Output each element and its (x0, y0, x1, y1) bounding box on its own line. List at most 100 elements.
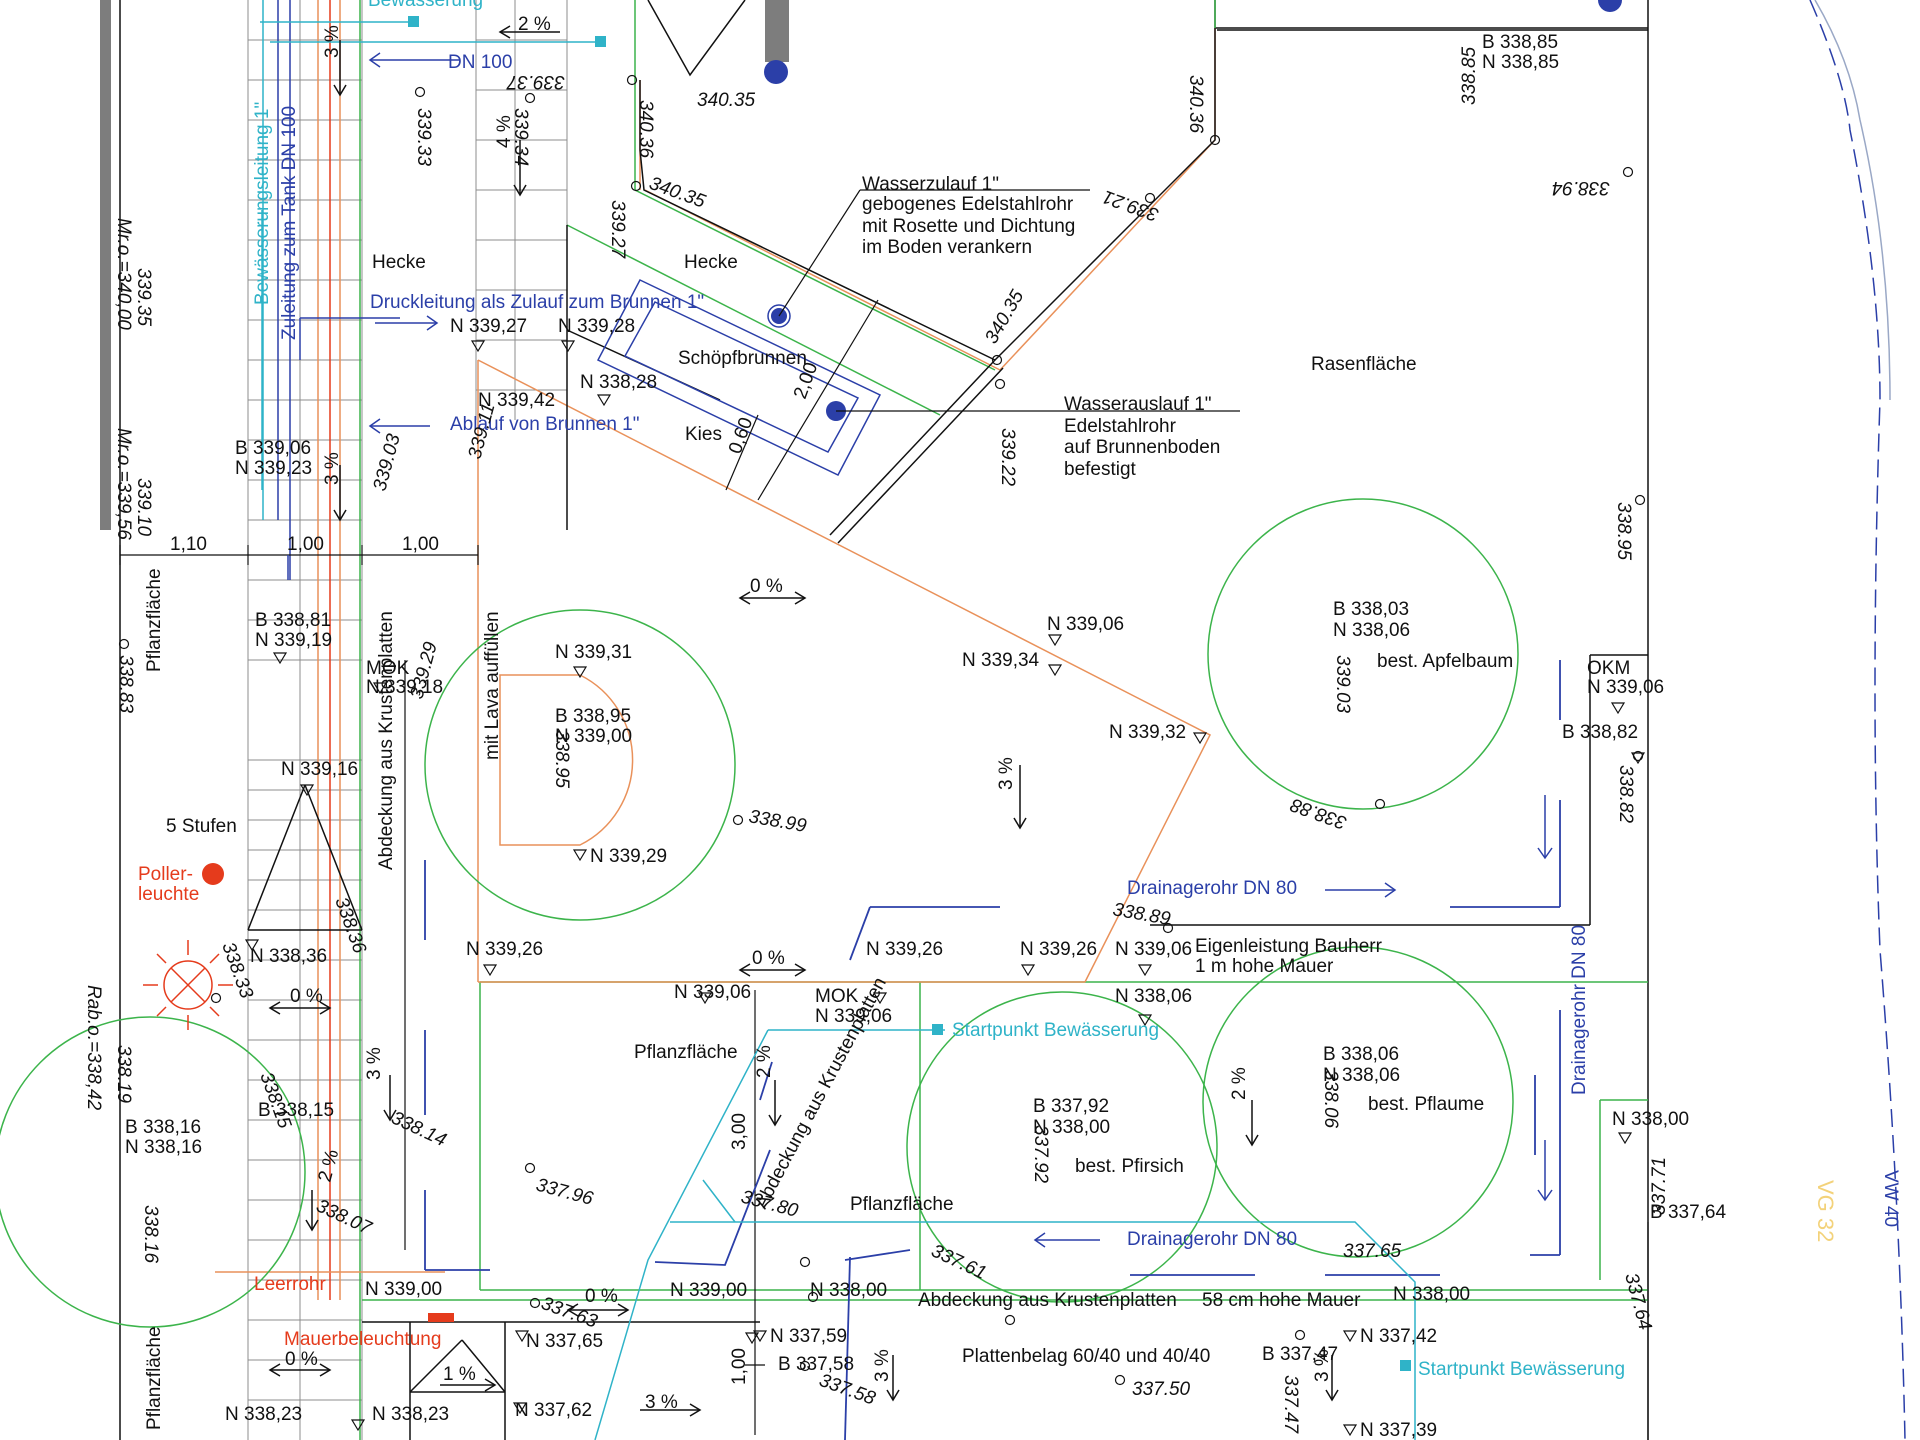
label-n33906d: N 339,06 (674, 982, 751, 1003)
grey-wall-left (100, 0, 111, 530)
wall-light-icon (428, 1313, 454, 1322)
top-dot-1 (764, 60, 788, 84)
label-33895: 338.95 (1613, 502, 1634, 561)
grey-wall-top (765, 0, 789, 62)
label-b33792: B 337,92 (1033, 1096, 1109, 1117)
label-n33828: N 338,28 (580, 372, 657, 393)
irrigation-marker-4 (1400, 1360, 1411, 1371)
label-b33816: B 338,16 (125, 1117, 201, 1138)
elevation-point-18 (529, 1297, 541, 1309)
well-outline (596, 279, 882, 476)
label-0pct-a: 0 % (750, 576, 783, 597)
label-n33762: N 337,62 (515, 1400, 592, 1421)
label-n33906b: N 339,06 (1587, 677, 1664, 698)
bollard-light-icon (202, 863, 224, 885)
label-platten: Plattenbelag 60/40 und 40/40 (962, 1346, 1210, 1367)
label-0pct-b: 0 % (752, 948, 785, 969)
level-marker-14 (482, 964, 498, 977)
label-wz3: mit Rosette und Dichtung (862, 216, 1075, 237)
label-krust3: Abdeckung aus Krustenplatten (918, 1290, 1177, 1311)
level-marker-8 (1047, 664, 1063, 677)
label-dn100: DN 100 (448, 52, 512, 73)
label-33903b: 339.03 (1332, 655, 1353, 714)
label-drain-v: Drainagerohr DN 80 (1569, 925, 1590, 1095)
label-okm: OKM (1587, 658, 1630, 679)
elevation-point-0 (414, 86, 426, 98)
pipe-arrows (287, 52, 1553, 1248)
level-marker-24 (1342, 1424, 1358, 1437)
label-zuleitung: Zuleitung zum Tank DN 100 (279, 106, 300, 340)
label-pfirsich: best. Pfirsich (1075, 1156, 1184, 1177)
label-33885top: B 338,85 (1482, 32, 1558, 53)
label-n33906a: N 339,06 (1047, 614, 1124, 635)
label-startbew2: Startpunkt Bewässerung (1418, 1359, 1625, 1380)
label-3pct-e: 3 % (872, 1349, 893, 1382)
label-druckleitung: Druckleitung als Zulauf zum Brunnen 1" (370, 292, 704, 313)
label-n33800c: N 338,00 (810, 1280, 887, 1301)
tree-circles (0, 498, 1519, 1328)
label-apfel: best. Apfelbaum (1377, 651, 1513, 672)
label-n33928: N 339,28 (558, 316, 635, 337)
elevation-markers (118, 74, 1646, 1437)
level-marker-20 (1617, 1132, 1633, 1145)
elevation-point-12 (1374, 798, 1386, 810)
level-marker-6 (572, 849, 588, 862)
level-marker-0 (470, 340, 486, 353)
label-wz2: gebogenes Edelstahlrohr (862, 194, 1074, 215)
level-marker-7 (1047, 634, 1063, 647)
elevation-point-7 (994, 378, 1006, 390)
label-n33929: N 339,29 (590, 846, 667, 867)
level-marker-17 (1020, 964, 1036, 977)
label-34036a: 340.36 (635, 100, 656, 159)
level-marker-11 (1630, 752, 1646, 765)
level-marker-21 (514, 1330, 530, 1343)
label-drain2: Drainagerohr DN 80 (1127, 1229, 1297, 1250)
lawn-walls (1150, 654, 1648, 926)
level-marker-3 (272, 652, 288, 665)
elevation-point-15 (210, 992, 222, 1004)
label-33935: 339.35 (133, 268, 154, 327)
label-33816v: 338.16 (140, 1205, 161, 1264)
service-lines-left (262, 0, 361, 1440)
label-mauerbel: Mauerbeleuchtung (284, 1329, 441, 1350)
label-0pct-c: 0 % (290, 986, 323, 1007)
elevation-point-1 (524, 92, 536, 104)
label-n33916: N 339,16 (281, 759, 358, 780)
elevation-point-4 (1209, 134, 1221, 146)
label-b33806: B 338,06 (1323, 1044, 1399, 1065)
label-n33739: N 337,39 (1360, 1420, 1437, 1440)
label-vw40: VW 40 (1880, 1170, 1901, 1227)
label-1pct: 1 % (443, 1364, 476, 1385)
label-n33942: N 339,42 (478, 390, 555, 411)
label-mro1: Mr.o.=340,00 (113, 218, 134, 330)
elevation-point-14 (1162, 922, 1174, 934)
label-wz1: Wasserzulauf 1" (862, 174, 999, 195)
label-hecke2: Hecke (684, 252, 738, 273)
label-3pct-b: 3 % (322, 452, 343, 485)
label-33894: 338.94 (1552, 177, 1610, 198)
label-33922: 339.22 (997, 428, 1018, 487)
level-marker-26 (350, 1419, 366, 1432)
label-33771: 337.71 (1649, 1157, 1670, 1215)
label-3pct-g: 3 % (645, 1392, 678, 1413)
label-leerrohr: Leerrohr (254, 1274, 326, 1295)
hedge-lines (362, 0, 1648, 1301)
label-b33803: B 338,03 (1333, 599, 1409, 620)
elevation-point-9 (1634, 494, 1646, 506)
label-33885v: 338.85 (1459, 46, 1480, 105)
label-n33806b: N 338,06 (1115, 986, 1192, 1007)
label-0pct-d: 0 % (585, 1286, 618, 1307)
label-n33742: N 337,42 (1360, 1326, 1437, 1347)
label-pflanz3: Pflanzfläche (850, 1194, 954, 1215)
label-33895b: 338.95 (551, 730, 572, 789)
lamp-rays (143, 940, 233, 1030)
irrigation-marker-1 (408, 16, 419, 27)
label-startbew1: Startpunkt Bewässerung (952, 1020, 1159, 1041)
label-b33758: B 337,58 (778, 1354, 854, 1375)
orange-outlines (215, 28, 1216, 1273)
label-33806v: 338.06 (1320, 1070, 1341, 1129)
callout-leaders (725, 189, 1240, 501)
label-n33800d: N 338,00 (1393, 1284, 1470, 1305)
label-33934: 339.34 (510, 108, 531, 166)
